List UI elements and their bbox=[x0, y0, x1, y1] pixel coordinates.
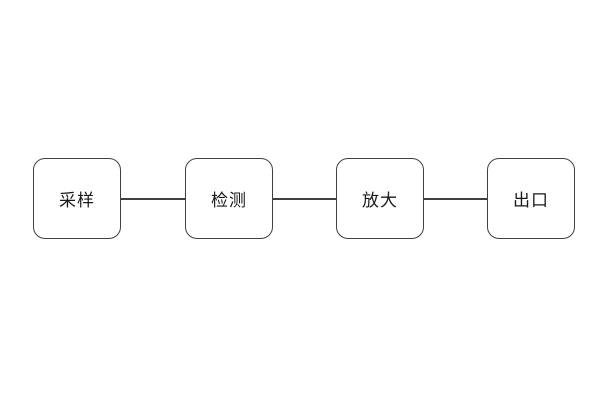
connector-amplify-outlet bbox=[423, 198, 487, 200]
flow-node-sampling: 采样 bbox=[33, 158, 121, 239]
node-label-sampling: 采样 bbox=[59, 191, 95, 210]
connector-sampling-detection bbox=[121, 198, 185, 200]
node-label-detection: 检测 bbox=[211, 191, 247, 210]
flow-node-amplify: 放大 bbox=[336, 158, 424, 239]
flow-node-detection: 检测 bbox=[185, 158, 273, 239]
node-label-outlet: 出口 bbox=[513, 191, 549, 210]
node-label-amplify: 放大 bbox=[362, 191, 398, 210]
connector-detection-amplify bbox=[272, 198, 336, 200]
flow-node-outlet: 出口 bbox=[487, 158, 575, 239]
